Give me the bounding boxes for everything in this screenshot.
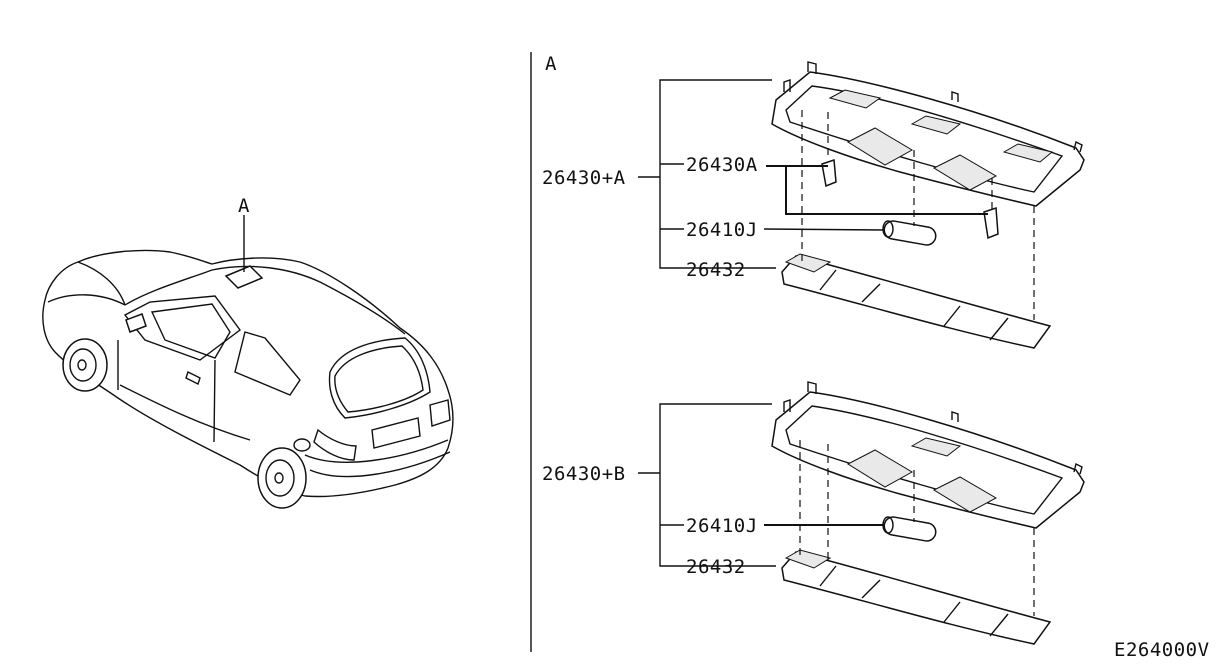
- section-label: A: [545, 53, 557, 75]
- car-illustration: A: [42, 195, 454, 509]
- rear-wheel: [257, 447, 307, 509]
- group-a: 26430+A 26430A 26410J 26432: [542, 61, 1085, 349]
- lens-part-label-a: 26430A: [686, 154, 758, 176]
- cover-part-label-b: 26432: [686, 556, 746, 578]
- festoon-bulb-a: [882, 220, 937, 246]
- room-lamp-location: [224, 265, 264, 289]
- lamp-cover-b: [781, 549, 1052, 645]
- assembly-label-a: 26430+A: [542, 167, 626, 189]
- group-b: 26430+B 26410J 26432: [542, 381, 1085, 645]
- lens-bulb-a-right: [983, 206, 999, 240]
- figure-code: E264000V: [1114, 639, 1210, 661]
- assembly-label-b: 26430+B: [542, 463, 626, 485]
- bulb-part-label-a: 26410J: [686, 219, 758, 241]
- lamp-housing-b: [771, 381, 1085, 529]
- lens-bulb-a-left: [821, 158, 837, 188]
- front-wheel: [62, 338, 108, 392]
- lamp-cover-a: [781, 253, 1052, 349]
- bulb-part-label-b: 26410J: [686, 515, 758, 537]
- view-marker-label: A: [238, 195, 250, 217]
- lamp-housing-a: [771, 61, 1085, 207]
- festoon-bulb-b: [882, 516, 937, 542]
- cover-part-label-a: 26432: [686, 259, 746, 281]
